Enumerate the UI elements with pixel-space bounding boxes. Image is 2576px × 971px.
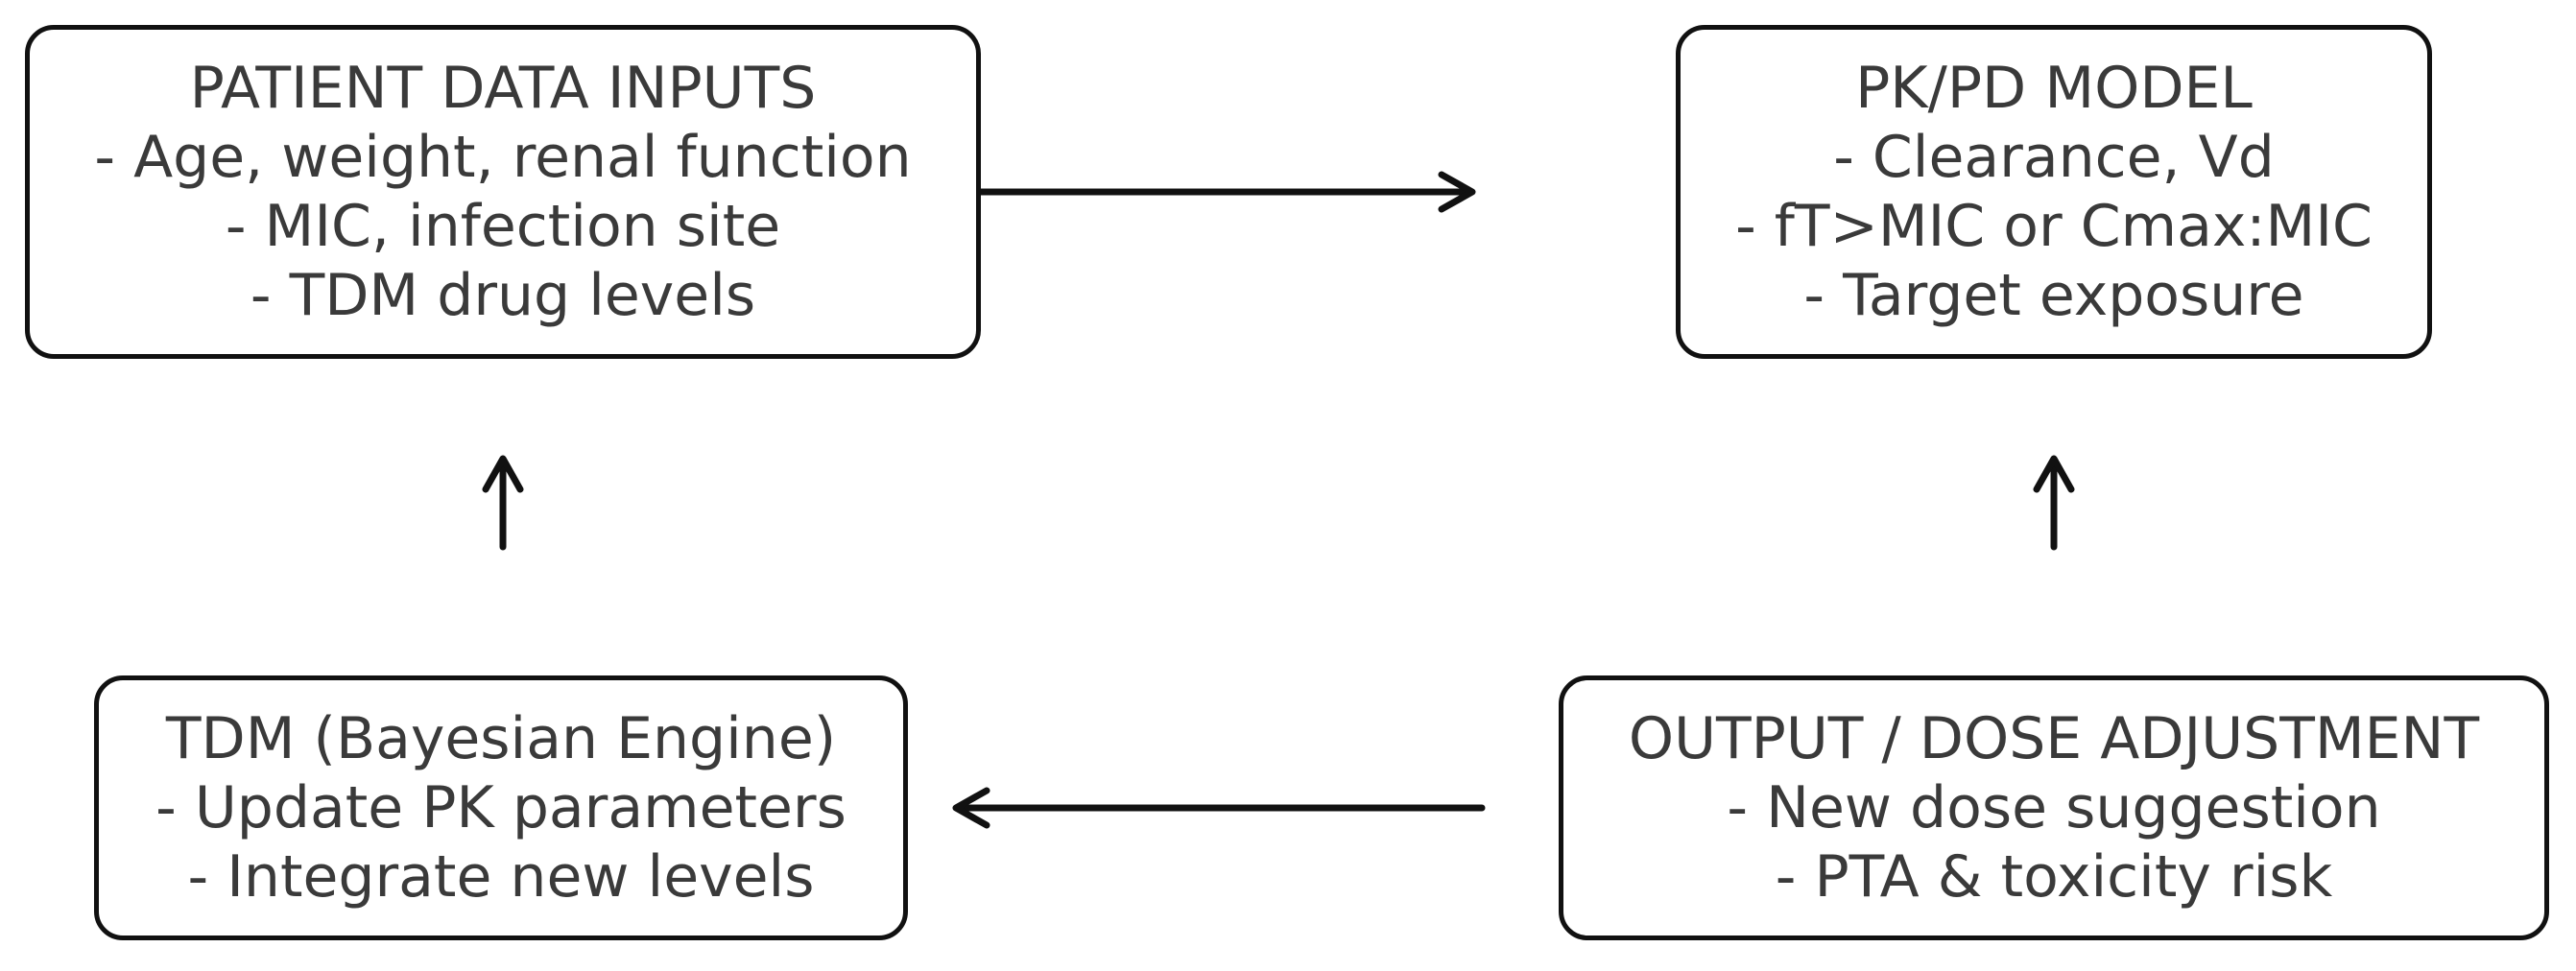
arrow-output-to-tdm (952, 787, 1486, 829)
node-line: - Target exposure (1803, 262, 2304, 329)
node-tdm-bayesian-engine: TDM (Bayesian Engine) - Update PK parame… (94, 675, 908, 940)
node-line: - TDM drug levels (250, 262, 756, 329)
node-line: - MIC, infection site (225, 193, 781, 260)
node-title: TDM (Bayesian Engine) (165, 705, 837, 772)
node-title: PK/PD MODEL (1855, 55, 2253, 122)
node-title: OUTPUT / DOSE ADJUSTMENT (1628, 705, 2480, 772)
node-line: - Update PK parameters (155, 774, 847, 841)
node-line: - PTA & toxicity risk (1775, 843, 2333, 911)
node-line: - fT>MIC or Cmax:MIC (1735, 193, 2373, 260)
node-patient-data-inputs: PATIENT DATA INPUTS - Age, weight, renal… (25, 25, 981, 359)
node-line: - Clearance, Vd (1833, 124, 2275, 191)
node-line: - Integrate new levels (187, 843, 815, 911)
node-output-dose-adjustment: OUTPUT / DOSE ADJUSTMENT - New dose sugg… (1559, 675, 2549, 940)
node-line: - New dose suggestion (1727, 774, 2381, 841)
node-line: - Age, weight, renal function (94, 124, 912, 191)
node-title: PATIENT DATA INPUTS (189, 55, 817, 122)
arrow-inputs-to-model (946, 171, 1476, 213)
arrow-tdm-to-inputs (482, 455, 524, 551)
arrow-output-to-model (2033, 455, 2075, 551)
node-pkpd-model: PK/PD MODEL - Clearance, Vd - fT>MIC or … (1676, 25, 2432, 359)
